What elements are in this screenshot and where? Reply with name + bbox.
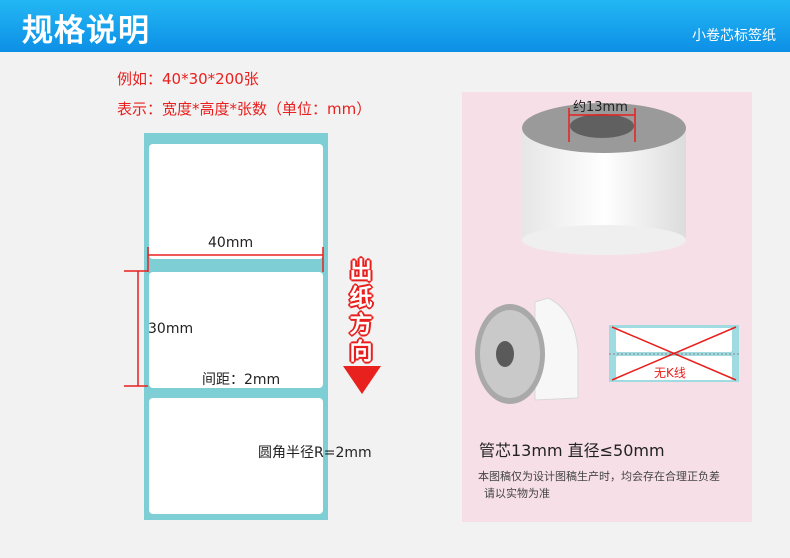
header-banner: 规格说明 小卷芯标签纸 bbox=[0, 0, 790, 52]
label-sheet-1 bbox=[149, 144, 323, 259]
corner-radius-label: 圆角半径R=2mm bbox=[258, 445, 372, 461]
no-k-line-label: 无K线 bbox=[654, 366, 686, 380]
side-roll-image bbox=[475, 297, 579, 404]
page-subtitle: 小卷芯标签纸 bbox=[692, 28, 776, 44]
core-size-label: 约13mm bbox=[573, 100, 628, 115]
no-k-line-strip bbox=[609, 325, 739, 382]
spec-legend: 表示：宽度*高度*张数（单位：mm） bbox=[117, 100, 372, 118]
page-title: 规格说明 bbox=[22, 13, 150, 49]
width-label: 40mm bbox=[208, 235, 254, 251]
roll-spec-line: 管芯13mm 直径≤50mm bbox=[479, 441, 665, 460]
spec-example: 例如：40*30*200张 bbox=[117, 70, 259, 88]
disclaimer-line-1: 本图稿仅为设计图稿生产时，均会存在合理正负差 bbox=[478, 470, 720, 483]
label-roll-image bbox=[522, 103, 686, 255]
disclaimer-line-2: 请以实物为准 bbox=[484, 487, 550, 500]
label-sheet-3 bbox=[149, 398, 323, 514]
label-sheet-2 bbox=[149, 272, 323, 388]
gap-label: 间距：2mm bbox=[202, 372, 281, 388]
height-label: 30mm bbox=[148, 321, 194, 337]
feed-direction-label: 出纸方向 bbox=[349, 258, 373, 365]
